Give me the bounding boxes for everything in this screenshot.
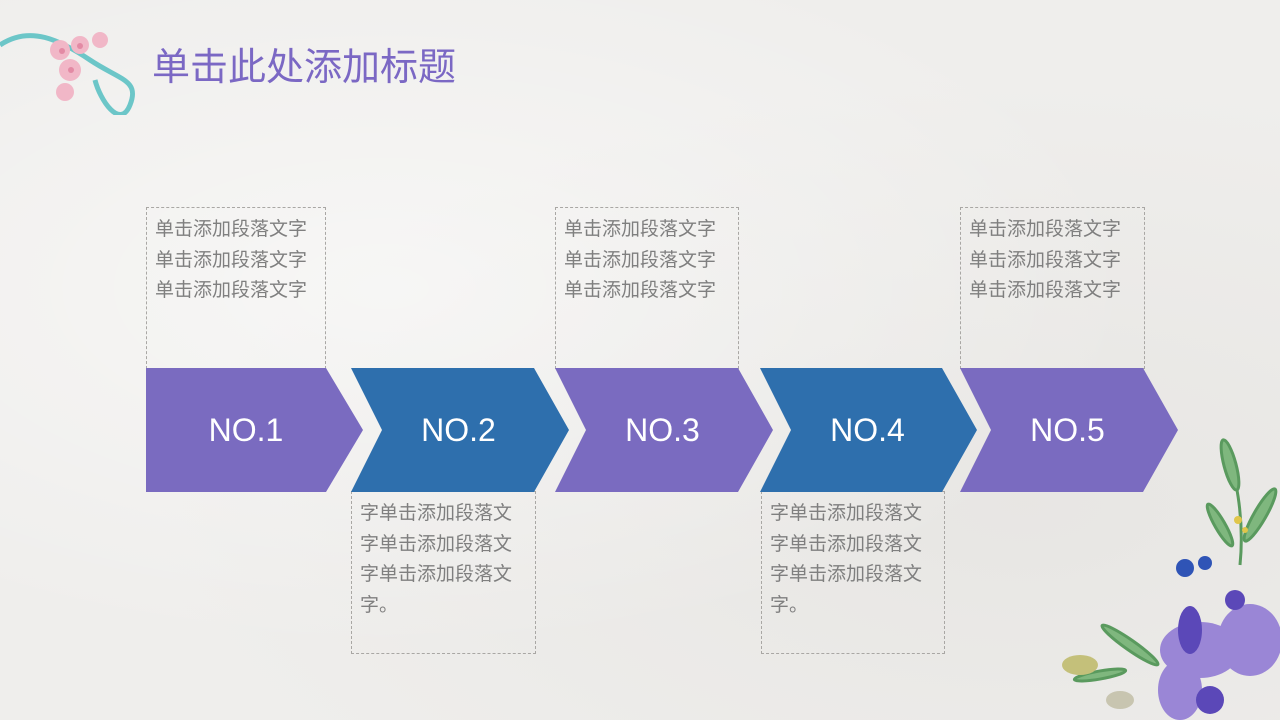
page-title[interactable]: 单击此处添加标题 <box>152 45 457 89</box>
step-4-label: NO.4 <box>830 412 905 448</box>
step-5-text-box[interactable]: 单击添加段落文字单击添加段落文字单击添加段落文字 <box>960 207 1145 369</box>
step-1-chevron[interactable]: NO.1 <box>146 368 363 492</box>
step-3-chevron[interactable]: NO.3 <box>555 368 773 492</box>
step-4-chevron[interactable]: NO.4 <box>760 368 977 492</box>
iris-flower-decoration-icon <box>1062 438 1280 720</box>
step-1-text-box[interactable]: 单击添加段落文字单击添加段落文字单击添加段落文字 <box>146 207 326 369</box>
step-3-text-box[interactable]: 单击添加段落文字单击添加段落文字单击添加段落文字 <box>555 207 739 369</box>
step-3-label: NO.3 <box>625 412 700 448</box>
step-1-label: NO.1 <box>208 412 284 448</box>
step-5-chevron[interactable]: NO.5 <box>960 368 1178 492</box>
step-2-label: NO.2 <box>421 412 496 448</box>
step-2-text-box[interactable]: 字单击添加段落文字单击添加段落文字单击添加段落文字。 <box>351 491 536 654</box>
flower-ribbon-decoration-icon <box>0 32 136 115</box>
step-4-text-box[interactable]: 字单击添加段落文字单击添加段落文字单击添加段落文字。 <box>761 491 945 654</box>
step-2-chevron[interactable]: NO.2 <box>351 368 569 492</box>
step-5-label: NO.5 <box>1030 412 1105 448</box>
